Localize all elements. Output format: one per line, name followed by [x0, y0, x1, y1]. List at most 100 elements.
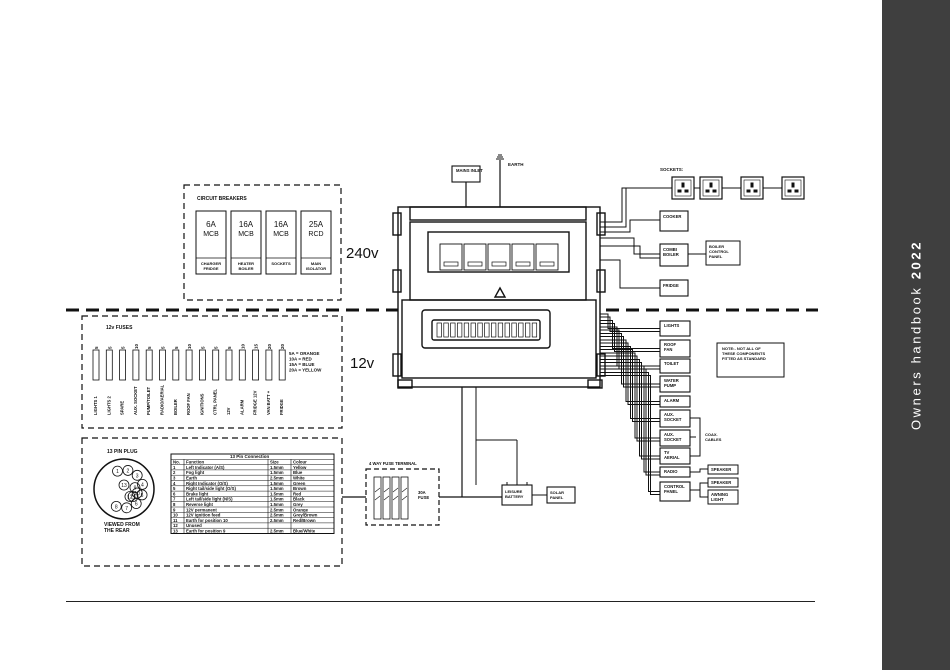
- fuse-15: [278, 349, 286, 381]
- sockets-group: [671, 176, 805, 200]
- pin-13: [118, 479, 130, 491]
- sidebar-band: [882, 0, 950, 670]
- handbook-title: Owners handbook 2022: [908, 239, 924, 431]
- pin-table-cell: Brown: [293, 486, 307, 491]
- breaker-type: RCD: [308, 231, 323, 238]
- wire: [600, 316, 660, 332]
- fuse-name: VAN BATT +: [266, 390, 271, 415]
- breaker-type: MCB: [238, 231, 254, 238]
- wire: [600, 245, 660, 259]
- breaker-rating: 16A: [239, 220, 254, 229]
- wire: [690, 468, 708, 473]
- pin-table-cell: Unused: [186, 523, 202, 528]
- unit-fuse-strip: [436, 322, 538, 338]
- pin-table-cell: 1.5mm: [270, 491, 284, 496]
- pin-1: [112, 465, 123, 477]
- unit-fuse: [436, 322, 442, 338]
- fuse-terminal-label: 4 WAY FUSE TERMINAL: [369, 461, 417, 466]
- pin-table-cell: Red: [293, 491, 301, 496]
- pin-table-cell: 12V permanent: [186, 507, 217, 512]
- fuse-2: [105, 349, 113, 381]
- pin-table-cell: 12V ignition feed: [186, 513, 221, 518]
- speaker-2-box: [707, 477, 739, 488]
- wire: [600, 352, 660, 439]
- fuse-rating: 15: [254, 343, 259, 349]
- unit-fuse: [531, 322, 538, 338]
- wire: [600, 313, 660, 329]
- pin-table-cell: Fog light: [186, 470, 205, 475]
- wire: [600, 323, 660, 352]
- breaker-rating: 25A: [309, 220, 324, 229]
- pin-table-header: Function: [186, 460, 205, 465]
- pin-table-cell: 2.5mm: [270, 507, 284, 512]
- pin-7: [121, 502, 133, 514]
- fuse-12: [238, 349, 246, 381]
- fuse-name: RADIO/AERIAL: [160, 384, 165, 415]
- breaker-2: [230, 210, 262, 275]
- wire: [699, 490, 708, 498]
- fuse-name: LIGHTS 2: [106, 395, 111, 415]
- fuse-rating: 5: [227, 346, 232, 349]
- pin-table-cell: Left Indicator (A/S): [186, 465, 225, 470]
- unit-breaker: [535, 243, 559, 271]
- speaker-1-box: [707, 464, 739, 475]
- unit-fuse: [518, 322, 524, 338]
- pin-table-cell: Yellow: [293, 465, 307, 470]
- pin-table-cell: Right tail/side light (O/S): [186, 486, 236, 491]
- fuse-5: [145, 349, 153, 381]
- pin-table-cell: Earth for position 9: [186, 529, 226, 534]
- v240-label: 240v: [346, 245, 379, 262]
- unit-breaker: [487, 243, 511, 271]
- wire: [600, 359, 660, 457]
- unit-breaker: [463, 243, 487, 271]
- unit-fuse: [450, 322, 456, 338]
- fuse-rating: 5: [147, 346, 152, 349]
- breaker-use: SOCKETS: [271, 261, 291, 266]
- pin-number: 8: [115, 504, 118, 510]
- fuse-9: [198, 349, 206, 381]
- breaker-type: MCB: [203, 231, 219, 238]
- plug-outline: [93, 458, 155, 520]
- pin-table-cell: 2.5mm: [270, 476, 284, 481]
- pin-number: 5: [141, 493, 144, 499]
- wire: [600, 259, 660, 289]
- pin-number: 11: [130, 495, 135, 501]
- fuse-13: [252, 349, 260, 381]
- awning-box: [707, 489, 739, 505]
- fuse-name: SPARE: [120, 401, 125, 415]
- wire: [690, 482, 708, 491]
- fuse-3: [119, 349, 126, 381]
- breaker-3: [265, 210, 297, 275]
- fuses-box: [81, 315, 343, 429]
- load-12-label: TOILET: [664, 361, 679, 366]
- sockets-label: SOCKETS:: [660, 167, 684, 172]
- pin-table-cell: Red/Brown: [293, 518, 316, 523]
- load-12-label: AUX.SOCKET: [664, 412, 682, 422]
- fuse-name: ROOF FAN: [186, 393, 191, 415]
- fuse-rating: 5: [174, 346, 179, 349]
- fuse-legend-item: 15A = BLUE: [289, 362, 314, 367]
- pin-table-cell: 7: [173, 497, 176, 502]
- pin-8: [110, 500, 122, 512]
- unit-fuse: [477, 322, 483, 338]
- fuse-name: ALARM: [239, 399, 244, 415]
- fuse-4: [132, 349, 140, 381]
- wire: [600, 320, 660, 349]
- fuse-name: FRIDGE 12V: [253, 390, 258, 415]
- breaker-4: [300, 210, 332, 275]
- pin-table-cell: 2: [173, 470, 176, 475]
- fuse-name: AUX. SOCKET: [133, 386, 138, 415]
- fuse-rating: 5: [200, 346, 205, 349]
- load-240-label: COOKER: [663, 214, 681, 219]
- unit-fuse: [511, 322, 517, 338]
